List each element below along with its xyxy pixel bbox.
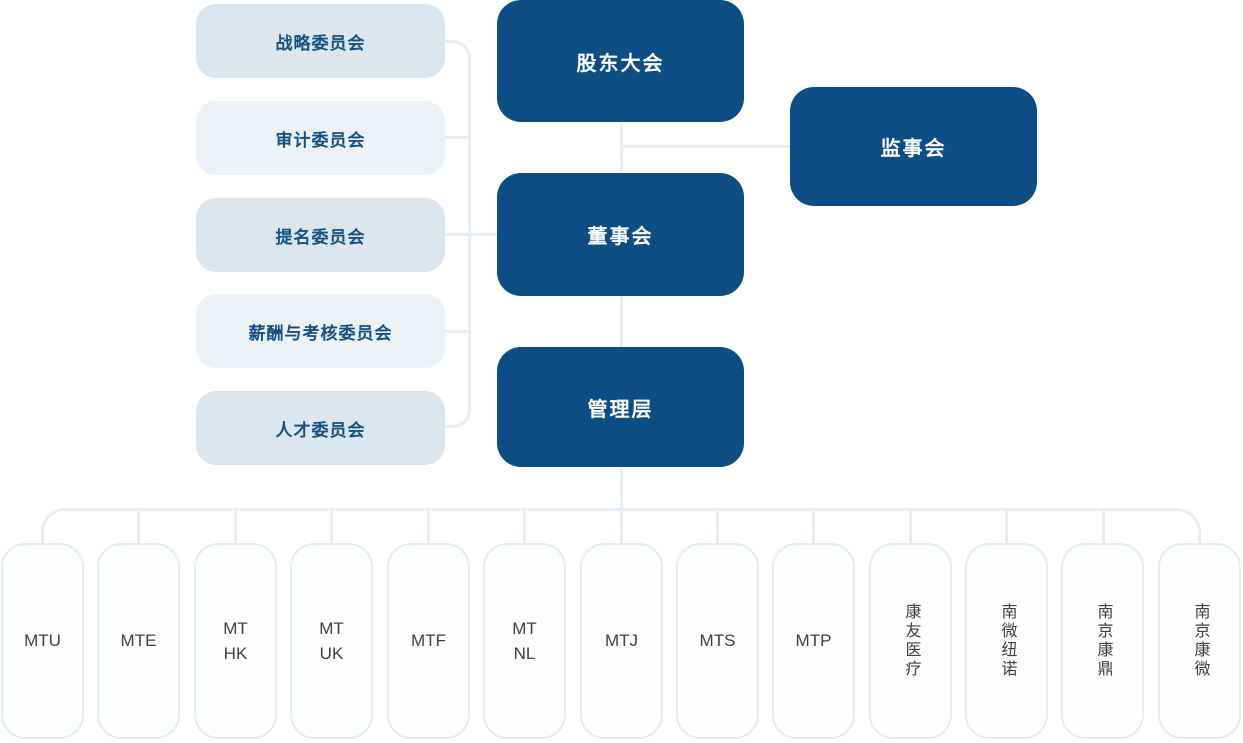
subsidiary-label: MTJ (604, 631, 639, 651)
node-supervisory-board: 监事会 (790, 87, 1037, 206)
node-subsidiary-mtp: MTP (772, 543, 855, 739)
subsidiary-label: MT UK (319, 618, 344, 664)
shareholders-meeting-label: 股东大会 (576, 52, 665, 75)
compensation-committee-label: 薪酬与考核委员会 (248, 323, 393, 343)
node-subsidiary-mte: MTE (97, 543, 180, 739)
subsidiary-label: 康友医疗 (902, 603, 920, 679)
subsidiary-label: MT NL (512, 618, 537, 664)
connector-shareholders-supervisory (621, 145, 790, 148)
node-compensation-committee: 薪酬与考核委员会 (196, 294, 445, 368)
node-subsidiary-mt-nl: MT NL (483, 543, 566, 739)
subsidiary-label: MTP (795, 631, 832, 651)
node-audit-committee: 审计委员会 (196, 101, 445, 175)
board-of-directors-label: 董事会 (587, 226, 654, 248)
connector-drop-12 (1102, 509, 1105, 543)
nomination-committee-label: 提名委员会 (275, 227, 366, 247)
node-subsidiary-mtj: MTJ (580, 543, 663, 739)
node-shareholders-meeting: 股东大会 (497, 0, 744, 122)
connector-drop-2 (137, 509, 140, 543)
node-board-of-directors: 董事会 (497, 173, 744, 296)
connector-drop-6 (523, 509, 526, 543)
node-strategy-committee: 战略委员会 (196, 4, 445, 78)
connector-drop-5 (427, 509, 430, 543)
subsidiary-label: MT HK (223, 618, 248, 664)
connector-management-subsidiaries (620, 466, 623, 511)
connector-committee-audit (444, 136, 471, 139)
connector-drop-10 (909, 509, 912, 543)
connector-drop-7 (620, 509, 623, 543)
talent-committee-label: 人才委员会 (275, 420, 366, 440)
node-subsidiary-mts: MTS (676, 543, 759, 739)
connector-drop-3 (234, 509, 237, 543)
subsidiary-label: 南京康微 (1191, 603, 1209, 679)
node-subsidiary-nanjing-kangwei: 南京康微 (1158, 543, 1241, 739)
subsidiary-label: MTU (24, 631, 61, 651)
subsidiary-label: 南微纽诺 (998, 603, 1016, 679)
node-subsidiary-nanjing-kangding: 南京康鼎 (1061, 543, 1144, 739)
connector-committee-nomination-to-board (444, 233, 497, 236)
node-subsidiary-mtf: MTF (387, 543, 470, 739)
connector-drop-8 (716, 509, 719, 543)
supervisory-board-label: 监事会 (880, 138, 947, 160)
connector-committee-compensation (444, 330, 471, 333)
node-subsidiary-mt-hk: MT HK (194, 543, 277, 739)
management-label: 管理层 (587, 398, 654, 421)
node-subsidiary-kangyou-medical: 康友医疗 (869, 543, 952, 739)
connector-board-management (620, 295, 623, 348)
subsidiary-label: MTF (411, 631, 446, 651)
node-nomination-committee: 提名委员会 (196, 198, 445, 272)
node-subsidiary-nanwei-niunuo: 南微纽诺 (965, 543, 1048, 739)
subsidiary-label: 南京康鼎 (1094, 603, 1112, 679)
strategy-committee-label: 战略委员会 (275, 33, 366, 53)
node-subsidiary-mtu: MTU (1, 543, 84, 739)
node-talent-committee: 人才委员会 (196, 391, 445, 465)
connector-drop-11 (1005, 509, 1008, 543)
subsidiary-label: MTE (120, 631, 157, 651)
connector-drop-9 (812, 509, 815, 543)
audit-committee-label: 审计委员会 (275, 130, 366, 150)
subsidiary-label: MTS (699, 631, 736, 651)
node-subsidiary-mt-uk: MT UK (290, 543, 373, 739)
connector-drop-4 (330, 509, 333, 543)
node-management: 管理层 (497, 347, 744, 467)
